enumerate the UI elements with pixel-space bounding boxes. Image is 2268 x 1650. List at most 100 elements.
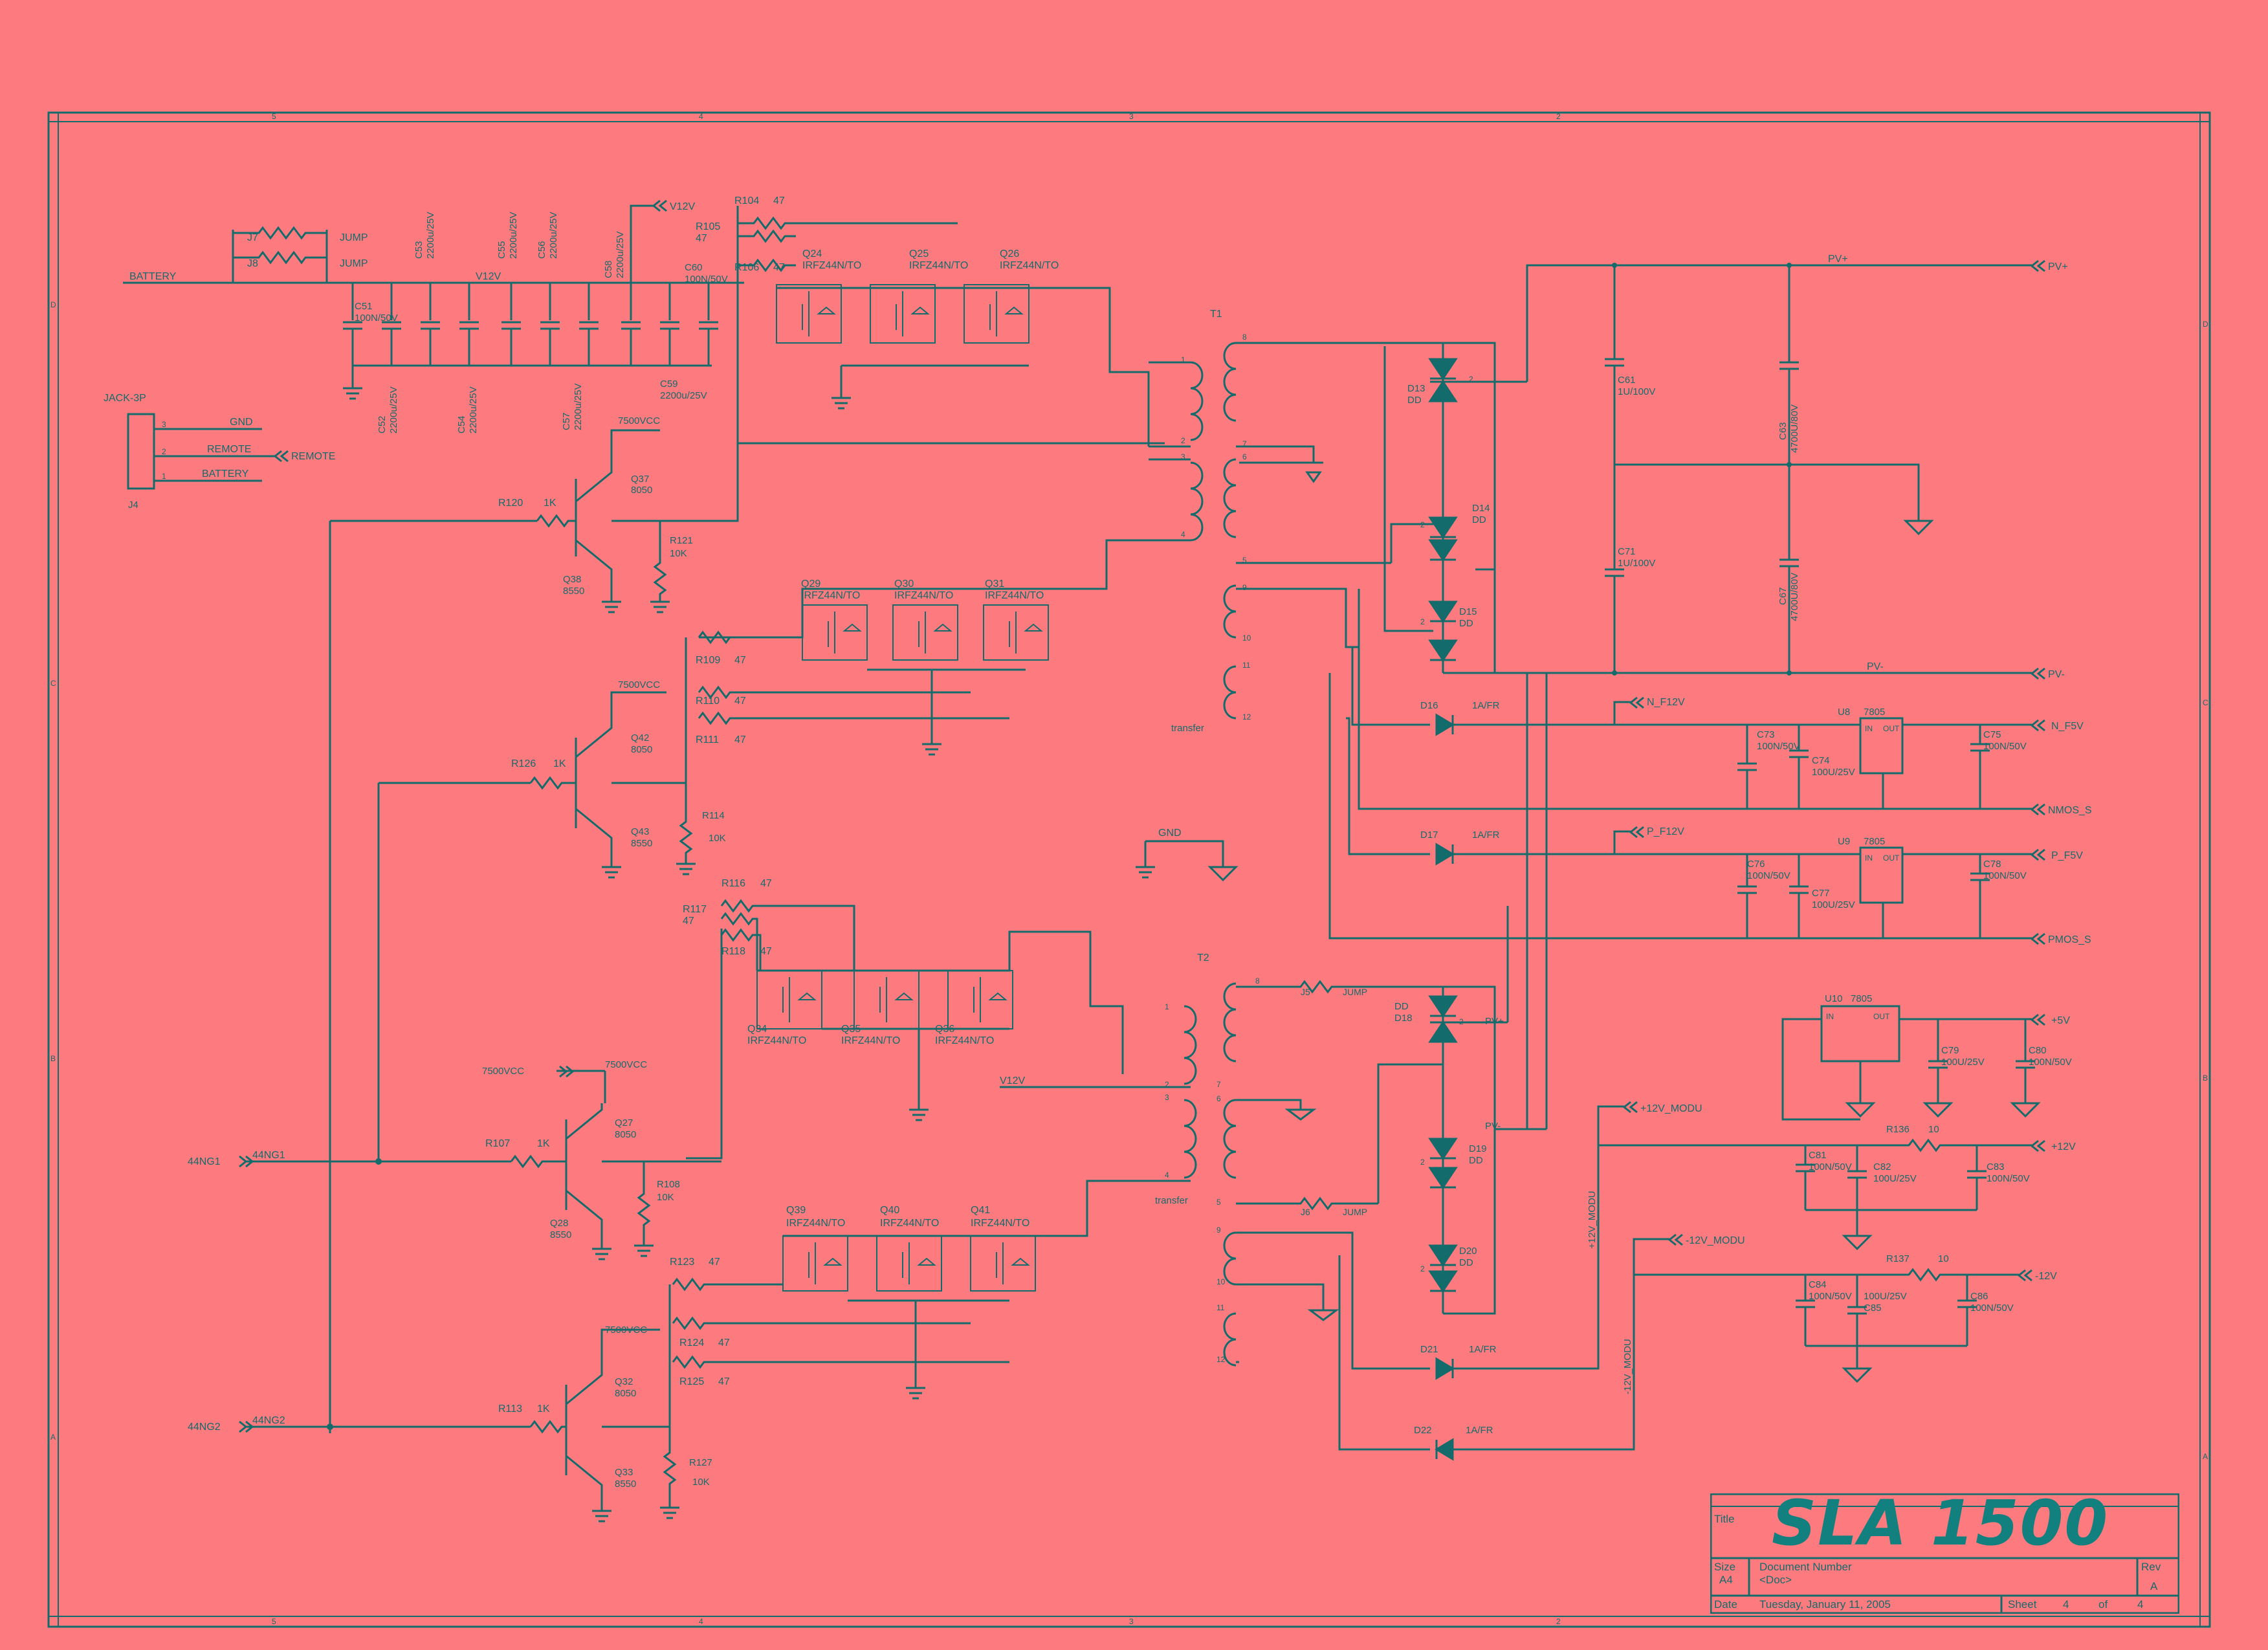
- gnd-pin-label: GND: [230, 417, 253, 428]
- q43-ref: Q43: [631, 826, 649, 837]
- modu-rails: +12V_MODU +12V_MODU D21 1A/FR -12V_MODU …: [1414, 1101, 1745, 1461]
- r127-value: 10K: [692, 1477, 710, 1488]
- r110-value: 47: [734, 696, 746, 707]
- q25-value: IRFZ44N/TO: [909, 260, 968, 271]
- mosfet-bank-t2-bottom: R123 47 R124 47 R125 47 Q39 IRFZ44N/TO Q…: [670, 1180, 1191, 1400]
- c60-ref: C60: [685, 262, 703, 273]
- col-label: 4: [699, 1617, 703, 1626]
- r116-ref: R116: [721, 878, 745, 889]
- j8-label: J8: [247, 258, 258, 269]
- d18-value: DD: [1394, 1001, 1409, 1012]
- vcc3-label: 7500VCC: [605, 1059, 647, 1070]
- transfer-label: transfer: [1171, 723, 1204, 734]
- r109-ref: R109: [696, 655, 720, 666]
- r106-value: 47: [773, 262, 785, 273]
- vcc4-label: 7500VCC: [605, 1325, 647, 1336]
- battery-input-section: BATTERY J7 J8 JUMP JUMP V12V C51 100N/50…: [123, 199, 744, 434]
- d19-value: DD: [1469, 1155, 1483, 1166]
- jump-label: JUMP: [340, 232, 368, 243]
- jack-label: JACK-3P: [104, 393, 146, 404]
- c75-value: 100N/50V: [1983, 741, 2027, 752]
- r107-ref: R107: [485, 1138, 510, 1149]
- r105-ref: R105: [696, 221, 720, 232]
- r108-ref: R108: [657, 1179, 680, 1190]
- d13-ref: D13: [1407, 383, 1426, 394]
- vcc-label: 7500VCC: [618, 415, 660, 426]
- svg-text:5: 5: [1242, 556, 1247, 565]
- d17-ref: D17: [1420, 830, 1438, 841]
- c56-ref: C56: [536, 241, 547, 259]
- driver-q32-q33: 44NG2 44NG2 R113 1K 7500VCC Q32 8050 Q33…: [188, 1284, 712, 1523]
- pv-bus: PV+ PV+ PV- PV- C61 1U/100V C71 1U/100V …: [1443, 254, 2068, 680]
- c76-value: 100N/50V: [1747, 870, 1790, 881]
- plus12v-modu-port: +12V_MODU: [1640, 1103, 1702, 1114]
- pv-minus-label: PV-: [1867, 661, 1884, 672]
- u10-value: 7805: [1851, 993, 1872, 1004]
- c80-value: 100N/50V: [2029, 1057, 2072, 1068]
- d14-ref: D14: [1472, 503, 1490, 514]
- col-label: 5: [272, 1617, 276, 1626]
- svg-text:3: 3: [162, 420, 166, 429]
- q37-ref: Q37: [631, 474, 649, 485]
- q34-value: IRFZ44N/TO: [747, 1035, 806, 1046]
- u9-value: 7805: [1864, 836, 1885, 847]
- j4-label: J4: [128, 500, 138, 511]
- r110-ref: R110: [696, 696, 720, 707]
- d16-value: 1A/FR: [1472, 700, 1500, 711]
- doc-label: Document Number: [1759, 1561, 1852, 1573]
- mosfet-bank-t2-top: R116 47 R117 47 R118 47 Q34 IRFZ44N/TO Q…: [683, 878, 1191, 1160]
- q32-ref: Q32: [615, 1376, 633, 1387]
- svg-text:1: 1: [1181, 355, 1185, 364]
- svg-text:9: 9: [1242, 583, 1247, 592]
- r127-ref: R127: [689, 1457, 712, 1468]
- c86-ref: C86: [1970, 1291, 1988, 1302]
- c51-ref: C51: [355, 301, 373, 312]
- c61-ref: C61: [1618, 375, 1636, 386]
- v12v-bus-label: V12V: [476, 271, 501, 282]
- r120-ref: R120: [498, 498, 523, 509]
- d20-value: DD: [1459, 1257, 1473, 1268]
- d21-ref: D21: [1420, 1344, 1438, 1355]
- minus12v-port: -12V: [2035, 1271, 2057, 1282]
- svg-text:2: 2: [1420, 1264, 1425, 1273]
- c54-ref: C54: [456, 415, 467, 434]
- svg-text:2: 2: [1420, 1158, 1425, 1167]
- row-label: B: [50, 1054, 56, 1063]
- pv-minus-port: PV-: [2048, 669, 2065, 680]
- q24-value: IRFZ44N/TO: [802, 260, 861, 271]
- col-label: 3: [1129, 1617, 1134, 1626]
- c59-value: 2200u/25V: [660, 390, 707, 401]
- q29-ref: Q29: [801, 578, 820, 589]
- col-label: 2: [1556, 1617, 1561, 1626]
- pv-minus2-label: PV-: [1485, 1121, 1501, 1132]
- q40-ref: Q40: [880, 1205, 899, 1216]
- sheet-label: Sheet: [2008, 1598, 2037, 1611]
- c81-value: 100N/50V: [1809, 1161, 1852, 1172]
- row-label: D: [2203, 320, 2208, 329]
- q35-value: IRFZ44N/TO: [841, 1035, 900, 1046]
- u9-ref: U9: [1838, 836, 1850, 847]
- j6-ref: J6: [1301, 1207, 1310, 1217]
- row-label: B: [2203, 1073, 2208, 1083]
- c76-ref: C76: [1747, 859, 1765, 870]
- c52-value: 2200u/25V: [388, 386, 399, 434]
- c74-ref: C74: [1812, 755, 1830, 766]
- d19-ref: D19: [1469, 1143, 1487, 1154]
- r118-value: 47: [760, 946, 772, 957]
- q28-value: 8550: [550, 1229, 571, 1240]
- pin-in: IN: [1865, 853, 1873, 863]
- c80-ref: C80: [2029, 1045, 2047, 1056]
- c83-ref: C83: [1987, 1161, 2005, 1172]
- r114-value: 10K: [709, 833, 726, 844]
- svg-text:9: 9: [1217, 1226, 1221, 1235]
- regulator-u9: P_F12V D17 1A/FR U9 7805 IN OUT P_F5V C7…: [1328, 673, 2091, 945]
- c67-ref: C67: [1778, 587, 1789, 605]
- c75-ref: C75: [1983, 729, 2001, 740]
- title-block-grid: [1710, 1493, 2179, 1614]
- r118-ref: R118: [721, 946, 745, 957]
- r123-value: 47: [709, 1257, 720, 1268]
- svg-text:2: 2: [1420, 520, 1425, 529]
- regulator-u10: U10 7805 IN OUT +5V C79 100U/25V C80 100…: [1598, 993, 2076, 1383]
- svg-text:2: 2: [1420, 617, 1425, 626]
